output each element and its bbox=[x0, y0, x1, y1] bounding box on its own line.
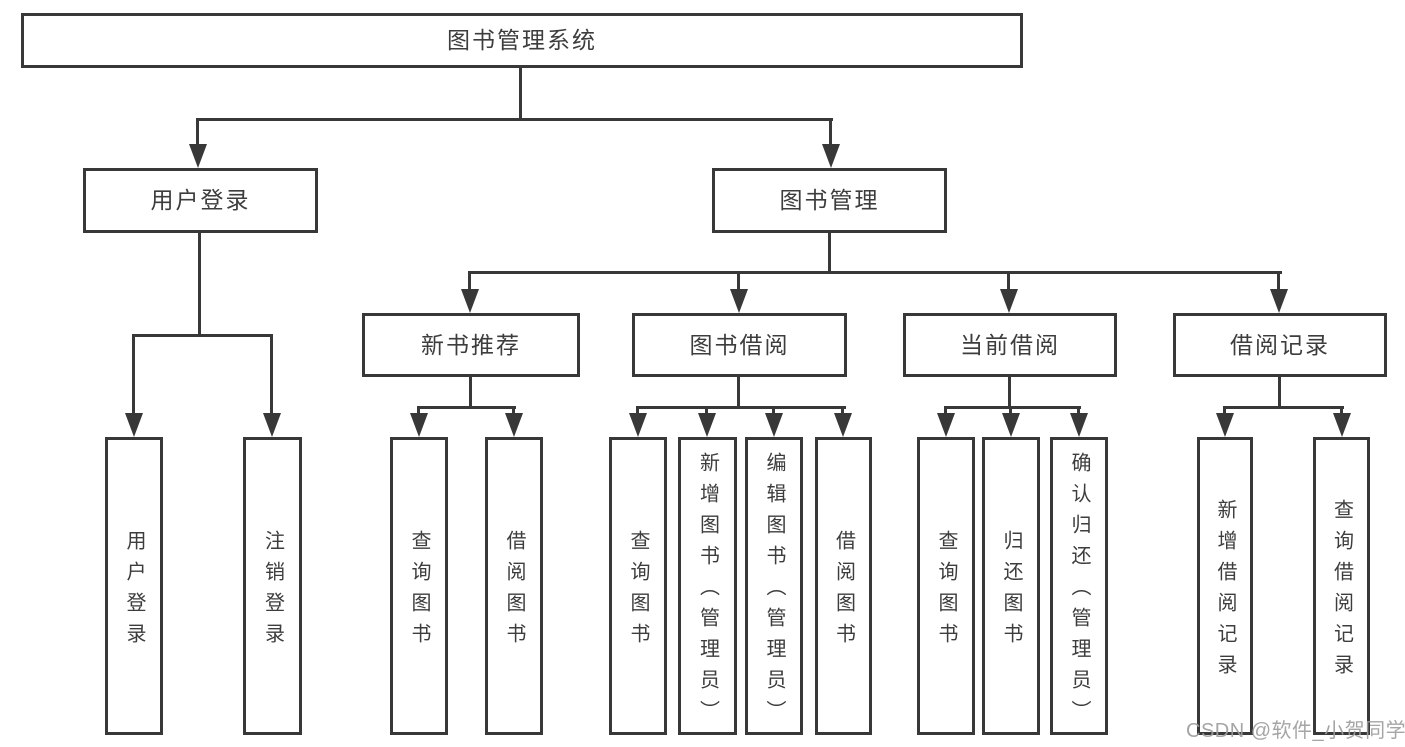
node-label: 新书推荐 bbox=[421, 331, 521, 358]
leaf-borrow-books: 借阅图书 bbox=[815, 437, 872, 735]
node-label: 用户登录 bbox=[150, 187, 251, 213]
connector-segment bbox=[737, 377, 740, 408]
connector-segment bbox=[636, 406, 639, 415]
connector-segment bbox=[829, 118, 832, 146]
connector-segment bbox=[132, 334, 135, 415]
leaf-query-books-recommend: 查询图书 bbox=[390, 437, 448, 735]
leaf-add-borrow-record: 新增借阅记录 bbox=[1197, 437, 1253, 735]
connector-segment bbox=[1008, 377, 1011, 408]
node-library-management-system: 图书管理系统 bbox=[21, 13, 1023, 68]
connector-segment bbox=[468, 271, 1282, 274]
connector-segment bbox=[1278, 377, 1281, 408]
arrowhead-down-icon bbox=[1333, 413, 1351, 437]
leaf-user-login: 用户登录 bbox=[105, 437, 163, 735]
node-label: 图书借阅 bbox=[689, 331, 790, 358]
connector-segment bbox=[1007, 271, 1010, 291]
connector-segment bbox=[468, 271, 471, 291]
node-label: 查询图书 bbox=[627, 529, 649, 654]
connector-segment bbox=[417, 406, 516, 409]
leaf-return-books: 归还图书 bbox=[982, 437, 1040, 735]
node-label: 归还图书 bbox=[1000, 529, 1022, 654]
arrowhead-down-icon bbox=[125, 413, 143, 437]
leaf-add-book-admin: 新增图书（管理员） bbox=[678, 437, 737, 735]
connector-segment bbox=[270, 334, 273, 415]
arrowhead-down-icon bbox=[730, 289, 748, 313]
connector-segment bbox=[132, 334, 273, 337]
arrowhead-down-icon bbox=[1070, 413, 1088, 437]
node-label: 用户登录 bbox=[123, 529, 145, 654]
arrowhead-down-icon bbox=[822, 144, 840, 168]
connector-segment bbox=[944, 406, 1081, 409]
arrowhead-down-icon bbox=[629, 413, 647, 437]
connector-segment bbox=[198, 233, 201, 336]
connector-segment bbox=[512, 406, 515, 415]
connector-segment bbox=[196, 118, 199, 146]
connector-segment bbox=[1009, 406, 1012, 415]
connector-segment bbox=[705, 406, 708, 415]
connector-segment bbox=[1340, 406, 1343, 415]
node-label: 当前借阅 bbox=[960, 331, 1060, 358]
connector-segment bbox=[1223, 406, 1226, 415]
node-label: 借阅图书 bbox=[832, 529, 855, 654]
connector-segment bbox=[944, 406, 947, 415]
connector-segment bbox=[1277, 271, 1280, 291]
leaf-edit-book-admin: 编辑图书（管理员） bbox=[745, 437, 803, 735]
arrowhead-down-icon bbox=[1002, 413, 1020, 437]
leaf-query-borrow-record: 查询借阅记录 bbox=[1313, 437, 1370, 735]
watermark: CSDN @软件_小贺同学 bbox=[1186, 720, 1405, 742]
node-new-book-recommendation: 新书推荐 bbox=[362, 313, 580, 377]
connector-segment bbox=[469, 377, 472, 408]
connector-segment bbox=[772, 406, 775, 415]
connector-segment bbox=[417, 406, 420, 415]
node-label: 借阅图书 bbox=[503, 529, 525, 654]
arrowhead-down-icon bbox=[698, 413, 716, 437]
leaf-logout: 注销登录 bbox=[243, 437, 302, 735]
connector-segment bbox=[828, 233, 831, 274]
arrowhead-down-icon bbox=[461, 289, 479, 313]
node-current-borrowing: 当前借阅 bbox=[903, 313, 1117, 377]
arrowhead-down-icon bbox=[1270, 289, 1288, 313]
connector-segment bbox=[1223, 406, 1344, 409]
connector-segment bbox=[636, 406, 846, 409]
node-label: 注销登录 bbox=[261, 529, 284, 654]
node-label: 新增图书（管理员） bbox=[696, 452, 719, 731]
arrowhead-down-icon bbox=[937, 413, 955, 437]
node-borrowing-records: 借阅记录 bbox=[1173, 313, 1387, 377]
leaf-confirm-return-admin: 确认归还（管理员） bbox=[1050, 437, 1108, 735]
connector-segment bbox=[1077, 406, 1080, 415]
arrowhead-down-icon bbox=[765, 413, 783, 437]
leaf-query-books-current: 查询图书 bbox=[917, 437, 975, 735]
node-label: 编辑图书（管理员） bbox=[763, 452, 785, 731]
node-book-management: 图书管理 bbox=[712, 168, 947, 233]
connector-segment bbox=[737, 271, 740, 291]
arrowhead-down-icon bbox=[263, 413, 281, 437]
connector-segment bbox=[519, 68, 522, 121]
node-label: 图书管理 bbox=[779, 187, 880, 213]
node-label: 查询借阅记录 bbox=[1330, 498, 1353, 685]
connector-segment bbox=[196, 118, 833, 121]
arrowhead-down-icon bbox=[1216, 413, 1234, 437]
node-book-borrowing: 图书借阅 bbox=[632, 313, 847, 377]
node-label: 查询图书 bbox=[935, 529, 957, 654]
node-label: 借阅记录 bbox=[1230, 331, 1330, 358]
arrowhead-down-icon bbox=[1000, 289, 1018, 313]
arrowhead-down-icon bbox=[834, 413, 852, 437]
arrowhead-down-icon bbox=[505, 413, 523, 437]
leaf-query-books-borrow: 查询图书 bbox=[609, 437, 667, 735]
arrowhead-down-icon bbox=[410, 413, 428, 437]
node-label: 查询图书 bbox=[408, 529, 430, 654]
arrowhead-down-icon bbox=[189, 144, 207, 168]
node-user-login: 用户登录 bbox=[83, 168, 318, 233]
node-label: 图书管理系统 bbox=[447, 27, 597, 53]
leaf-borrow-books-recommend: 借阅图书 bbox=[485, 437, 543, 735]
node-label: 新增借阅记录 bbox=[1214, 498, 1236, 685]
connector-segment bbox=[841, 406, 844, 415]
node-label: 确认归还（管理员） bbox=[1068, 452, 1090, 731]
